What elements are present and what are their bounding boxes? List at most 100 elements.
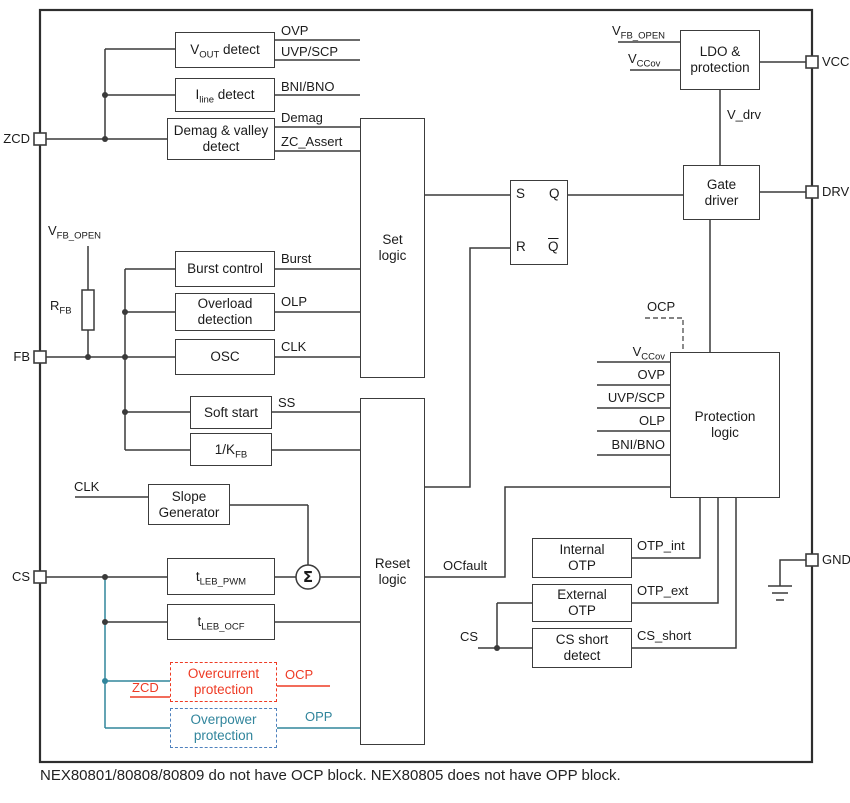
figure-caption: NEX80801/80808/80809 do not have OCP blo… bbox=[40, 767, 621, 784]
internal-otp-line2: OTP bbox=[568, 558, 596, 573]
cs-pin-label: CS bbox=[11, 569, 30, 584]
tleb-pwm-label: tLEB_PWM bbox=[195, 568, 247, 588]
zcd-pin-label: ZCD bbox=[3, 131, 30, 146]
slope-line1: Slope bbox=[171, 488, 207, 504]
set-logic-line2: logic bbox=[378, 248, 407, 263]
block-vout-detect-label: VOUT detect bbox=[190, 42, 260, 61]
rfb-label: RFB bbox=[50, 298, 72, 317]
ss-signal-label: SS bbox=[278, 395, 296, 410]
prot-bni-bno-label: BNI/BNO bbox=[611, 437, 665, 452]
olp-signal-label: OLP bbox=[281, 294, 308, 309]
latch-q-label: Q bbox=[549, 186, 560, 201]
wires-ocp-red bbox=[130, 685, 330, 698]
block-overpower-protection: Overpower protection bbox=[170, 708, 277, 748]
latch-r-label: R bbox=[516, 239, 526, 254]
wires-opp-teal bbox=[104, 577, 360, 729]
cs-short-line2: detect bbox=[563, 648, 601, 663]
vcc-pin bbox=[805, 55, 819, 69]
ovp-signal-label: OVP bbox=[281, 23, 309, 38]
ldo-line1: LDO & bbox=[699, 44, 741, 60]
prot-vccov-label: VCCov bbox=[632, 344, 665, 363]
summing-node bbox=[295, 564, 321, 590]
gate-driver-line1: Gate bbox=[706, 176, 737, 192]
block-slope-generator: Slope Generator bbox=[148, 484, 230, 525]
junction-dots bbox=[85, 92, 500, 684]
block-gate-driver: Gate driver bbox=[683, 165, 760, 220]
block-vout-detect: VOUT detect bbox=[175, 32, 275, 68]
block-tleb-ocf: tLEB_OCF bbox=[167, 604, 275, 640]
zcd-pin bbox=[33, 132, 47, 146]
block-demag-valley-detect: Demag & valley detect bbox=[167, 118, 275, 160]
block-sr-latch bbox=[510, 180, 568, 265]
slope-line2: Generator bbox=[158, 504, 220, 520]
fb-pin-label: FB bbox=[13, 349, 30, 364]
block-ldo-protection: LDO & protection bbox=[680, 30, 760, 90]
vfb-open-label: VFB_OPEN bbox=[48, 223, 102, 242]
ocp-block-line1: Overcurrent bbox=[187, 666, 260, 682]
otp-int-signal-label: OTP_int bbox=[637, 538, 685, 553]
block-k-fb: 1/KFB bbox=[190, 433, 272, 466]
opp-teal-signal-label: OPP bbox=[305, 709, 333, 724]
ocfault-signal-label: OCfault bbox=[443, 558, 488, 573]
ocp-dashed-wire bbox=[645, 317, 684, 352]
demag-valley-line2: detect bbox=[202, 139, 240, 154]
latch-s-label: S bbox=[516, 186, 526, 201]
protection-logic-line1: Protection bbox=[694, 409, 756, 425]
block-internal-otp: Internal OTP bbox=[532, 538, 632, 578]
package-pins bbox=[33, 55, 819, 584]
reset-logic-line1: Reset bbox=[374, 555, 411, 571]
cs-stub-label: CS bbox=[460, 629, 479, 644]
block-reset-logic: Reset logic bbox=[360, 398, 425, 745]
block-iline-detect: Iline detect bbox=[175, 78, 275, 112]
cs-short-line1: CS short bbox=[555, 632, 609, 648]
rfb-resistor bbox=[81, 289, 95, 331]
demag-valley-line1: Demag & valley bbox=[173, 123, 269, 139]
soft-start-label: Soft start bbox=[203, 404, 259, 420]
clk-signal-label: CLK bbox=[281, 339, 307, 354]
gnd-pin bbox=[805, 553, 819, 567]
drv-pin-label: DRV bbox=[822, 184, 850, 199]
vcc-pin-label: VCC bbox=[822, 54, 850, 69]
block-osc: OSC bbox=[175, 339, 275, 375]
ocp-dashed-label: OCP bbox=[647, 299, 676, 314]
reset-logic-line2: logic bbox=[378, 571, 407, 587]
block-overcurrent-protection: Overcurrent protection bbox=[170, 662, 277, 702]
external-otp-line1: External bbox=[557, 587, 607, 603]
burst-signal-label: Burst bbox=[281, 251, 312, 266]
otp-ext-signal-label: OTP_ext bbox=[637, 583, 689, 598]
overload-line1: Overload bbox=[197, 296, 253, 312]
tleb-ocf-label: tLEB_OCF bbox=[197, 614, 245, 633]
prot-uvp-scp-label: UVP/SCP bbox=[607, 390, 665, 405]
prot-ovp-label: OVP bbox=[637, 367, 665, 382]
set-logic-line1: Set bbox=[382, 232, 403, 248]
protection-logic-line2: logic bbox=[711, 425, 739, 440]
bni-bno-signal-label: BNI/BNO bbox=[281, 79, 335, 94]
overload-line2: detection bbox=[197, 312, 253, 327]
external-otp-line2: OTP bbox=[568, 603, 596, 618]
osc-label: OSC bbox=[210, 349, 240, 365]
prot-olp-label: OLP bbox=[638, 413, 665, 428]
internal-otp-line1: Internal bbox=[559, 542, 605, 558]
block-tleb-pwm: tLEB_PWM bbox=[167, 558, 275, 595]
clk-slope-signal-label: CLK bbox=[74, 479, 100, 494]
ldo-vccov-label: VCCov bbox=[628, 51, 661, 70]
ldo-line2: protection bbox=[690, 60, 750, 75]
opp-block-line2: protection bbox=[193, 728, 254, 743]
demag-signal-label: Demag bbox=[281, 110, 323, 125]
sigma-symbol: Σ bbox=[303, 568, 313, 586]
block-burst-control: Burst control bbox=[175, 251, 275, 287]
latch-qbar-label: Q bbox=[548, 239, 559, 254]
uvp-scp-signal-label: UVP/SCP bbox=[281, 44, 339, 59]
block-cs-short-detect: CS short detect bbox=[532, 628, 632, 668]
fb-pin bbox=[33, 350, 47, 364]
block-iline-detect-label: Iline detect bbox=[195, 87, 255, 106]
block-soft-start: Soft start bbox=[190, 396, 272, 429]
ldo-vfb-open-label: VFB_OPEN bbox=[612, 23, 666, 42]
ic-outline bbox=[38, 8, 814, 764]
block-external-otp: External OTP bbox=[532, 584, 632, 622]
opp-block-line1: Overpower bbox=[190, 712, 257, 728]
cs-pin bbox=[33, 570, 47, 584]
zc-assert-signal-label: ZC_Assert bbox=[281, 134, 343, 149]
